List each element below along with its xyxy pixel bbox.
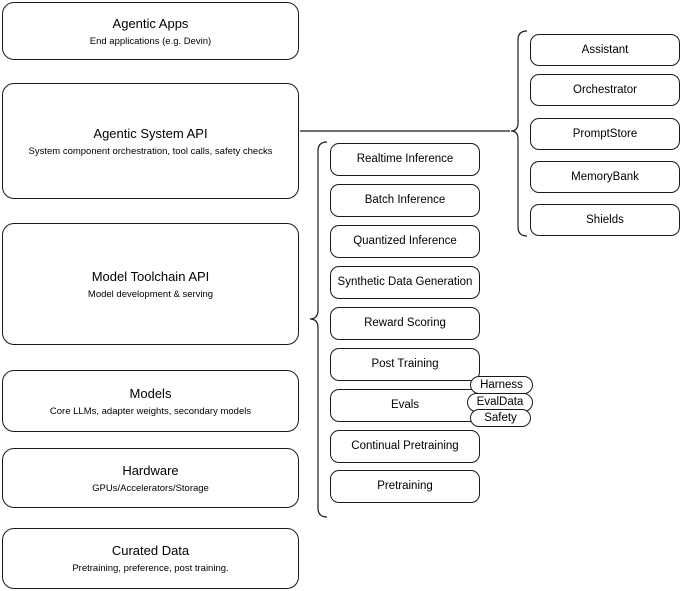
component-box-assistant[interactable]: Assistant [530, 34, 680, 66]
capability-box-realtime-inference[interactable]: Realtime Inference [330, 143, 480, 176]
layer-title: Model Toolchain API [91, 268, 210, 284]
capability-label: Continual Pretraining [351, 440, 459, 452]
capability-box-reward-scoring[interactable]: Reward Scoring [330, 307, 480, 340]
layer-title: Agentic Apps [112, 15, 189, 31]
component-box-orchestrator[interactable]: Orchestrator [530, 74, 680, 106]
layer-title: Curated Data [111, 543, 190, 558]
capability-box-batch-inference[interactable]: Batch Inference [330, 184, 480, 217]
layer-title: Agentic System API [93, 125, 208, 141]
capability-box-quantized-inference[interactable]: Quantized Inference [330, 225, 480, 258]
capability-label: Pretraining [377, 480, 433, 492]
component-box-promptstore[interactable]: PromptStore [530, 118, 680, 150]
component-label: MemoryBank [571, 170, 639, 183]
component-label: Orchestrator [573, 83, 637, 96]
capability-label: Reward Scoring [364, 317, 446, 329]
capability-label: Batch Inference [364, 194, 446, 206]
capability-box-evals[interactable]: Evals [330, 389, 480, 422]
layer-title: Models [129, 385, 172, 401]
component-label: PromptStore [572, 127, 638, 140]
layer-subtitle: Pretraining, preference, post training. [72, 563, 229, 574]
component-label: Assistant [581, 43, 629, 56]
layer-box-curated-data[interactable]: Curated Data Pretraining, preference, po… [2, 528, 299, 589]
layer-box-models[interactable]: Models Core LLMs, adapter weights, secon… [2, 370, 299, 432]
capability-box-continual-pretraining[interactable]: Continual Pretraining [330, 430, 480, 463]
capability-box-pretraining[interactable]: Pretraining [330, 470, 480, 503]
capability-box-synthetic-data-generation[interactable]: Synthetic Data Generation [330, 266, 480, 299]
component-box-shields[interactable]: Shields [530, 204, 680, 236]
eval-pill-harness[interactable]: Harness [470, 376, 533, 394]
layer-subtitle: System component orchestration, tool cal… [28, 145, 273, 157]
layer-subtitle: Model development & serving [87, 288, 214, 300]
capability-label: Evals [390, 399, 420, 411]
layer-box-model-toolchain-api[interactable]: Model Toolchain API Model development & … [2, 223, 299, 345]
capability-label: Synthetic Data Generation [337, 276, 473, 288]
layer-subtitle: GPUs/Accelerators/Storage [92, 482, 209, 494]
eval-pill-safety[interactable]: Safety [470, 409, 531, 427]
layer-box-agentic-system-api[interactable]: Agentic System API System component orch… [2, 83, 299, 199]
component-label: Shields [586, 213, 624, 226]
layer-subtitle: End applications (e.g. Devin) [89, 35, 212, 47]
capability-box-post-training[interactable]: Post Training [330, 348, 480, 381]
capability-label: Realtime Inference [356, 153, 454, 165]
layer-title: Hardware [122, 462, 179, 478]
capability-label: Quantized Inference [353, 235, 457, 247]
layer-subtitle: Core LLMs, adapter weights, secondary mo… [49, 405, 252, 417]
component-box-memorybank[interactable]: MemoryBank [530, 161, 680, 193]
layer-box-agentic-apps[interactable]: Agentic Apps End applications (e.g. Devi… [2, 2, 299, 60]
layer-box-hardware[interactable]: Hardware GPUs/Accelerators/Storage [2, 448, 299, 508]
capability-label: Post Training [371, 358, 439, 370]
